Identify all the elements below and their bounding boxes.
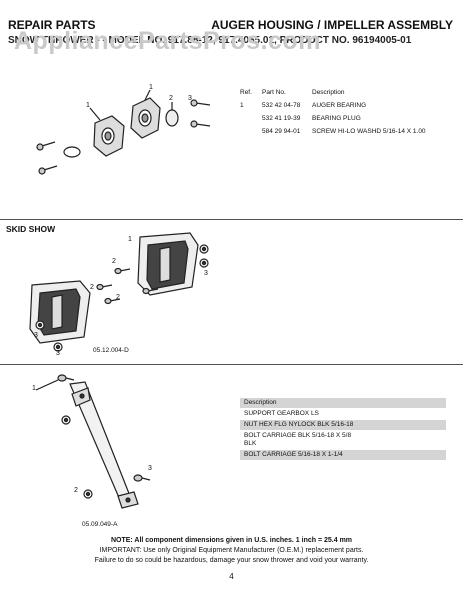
bearing-plug (165, 109, 179, 127)
table1-row3-part: 584 29 94-01 (262, 128, 301, 135)
diagram3-label-1: 1 (32, 385, 36, 392)
note-failure: Failure to do so could be hazardous, dam… (94, 557, 369, 564)
table2-row-1: SUPPORT GEARBOX LS (240, 409, 446, 419)
skid-label-1: 1 (128, 236, 132, 243)
diagram1-label-3: 3 (188, 95, 192, 102)
table2-row-2: NUT HEX FLG NYLOCK BLK 5/16-18 (240, 420, 446, 430)
header-right-title: AUGER HOUSING / IMPELLER ASSEMBLY (211, 18, 453, 32)
skid-label-2b: 2 (90, 284, 94, 291)
skid-label-2c: 2 (116, 294, 120, 301)
table1-header-desc: Description (312, 89, 345, 96)
table2-header: Description (240, 398, 446, 408)
table1-row1-part: 532 42 04-78 (262, 102, 301, 109)
diagram3-code: 05.09.049-A (82, 521, 118, 528)
table1-header-part: Part No. (262, 89, 286, 96)
skid-label-3a: 3 (204, 270, 208, 277)
diagram1-label-1b: 1 (149, 84, 153, 91)
gearbox-support-diagram: 1 3 2 (32, 374, 152, 509)
bearing-ring (63, 146, 81, 158)
table1-row2-desc: BEARING PLUG (312, 115, 361, 122)
table2-row-3: BOLT CARRIAGE BLK 5/16-18 X 5/8 BLK (240, 431, 446, 449)
note-dimensions: NOTE: All component dimensions given in … (110, 537, 353, 544)
skid-title: SKID SHOW (6, 224, 56, 234)
skid-label-3c: 3 (56, 350, 60, 355)
table2-row-4: BOLT CARRIAGE 5/16-18 X 1-1/4 (240, 450, 446, 460)
table1-row2-part: 532 41 19-39 (262, 115, 301, 122)
section-divider-1 (0, 219, 463, 220)
table1-header-ref: Ref. (240, 89, 252, 96)
auger-bearing-diagram: 1 1 2 3 (36, 84, 211, 175)
skid-label-2a: 2 (112, 258, 116, 265)
page-number: 4 (229, 572, 234, 581)
skid-code: 05.12.004-D (93, 347, 129, 354)
table2: Description SUPPORT GEARBOX LS NUT HEX F… (240, 398, 446, 461)
watermark: AppliancePartsPros.com (14, 27, 321, 55)
skid-shoe-diagram: 1 2 2 3 3 2 3 (29, 232, 209, 355)
header-left-title: REPAIR PARTS (8, 18, 96, 32)
diagram3-label-3: 3 (148, 465, 152, 472)
section-divider-2 (0, 364, 463, 365)
skid-label-3b: 3 (34, 332, 38, 339)
diagram3-label-2: 2 (74, 487, 78, 494)
table1-row1-ref: 1 (240, 102, 244, 109)
table1-row1-desc: AUGER BEARING (312, 102, 367, 109)
model-line: SNOW THROWER - - MODEL NO. 917.88-12, 91… (8, 35, 412, 46)
table1-row3-desc: SCREW HI-LO WASHD 5/16-14 X 1.00 (312, 128, 426, 135)
diagram1-label-1a: 1 (86, 102, 90, 109)
diagram1-label-2: 2 (169, 95, 173, 102)
note-important: IMPORTANT: Use only Original Equipment M… (99, 547, 364, 554)
